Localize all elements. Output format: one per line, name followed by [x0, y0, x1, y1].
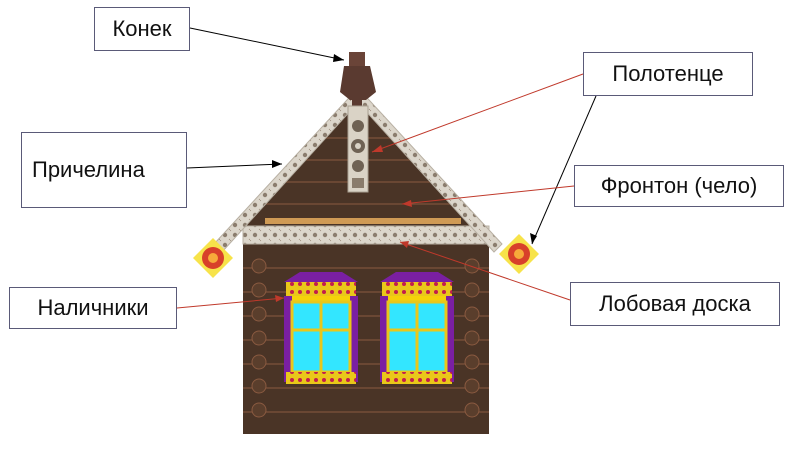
label-fronton: Фронтон (чело): [574, 165, 784, 207]
window-right: [380, 272, 454, 384]
rosette-ornament-left: [193, 238, 233, 278]
leader-arrowheads: [272, 54, 537, 302]
label-prichelina: Причелина: [21, 132, 187, 208]
rosette-ornament-right: [499, 234, 539, 274]
label-lobovaya: Лобовая доска: [570, 282, 780, 326]
leader-polotence-2: [531, 95, 597, 245]
leader-lines: [176, 27, 597, 309]
roof-ridge-post: [340, 52, 376, 106]
window-left: [284, 272, 358, 384]
towel-board: [347, 105, 369, 193]
log-ends-right: [464, 258, 480, 418]
fascia-board: [242, 225, 490, 245]
leader-prichelina: [186, 163, 283, 169]
leader-nalichniki: [176, 297, 285, 309]
leader-lobovaya: [399, 241, 571, 301]
log-ends-left: [251, 258, 267, 418]
label-nalichniki: Наличники: [9, 287, 177, 329]
label-polotence: Полотенце: [583, 52, 753, 96]
label-konek: Конек: [94, 7, 190, 51]
leader-fronton: [401, 185, 575, 205]
leader-konek: [189, 27, 345, 61]
leader-polotence: [371, 73, 584, 153]
